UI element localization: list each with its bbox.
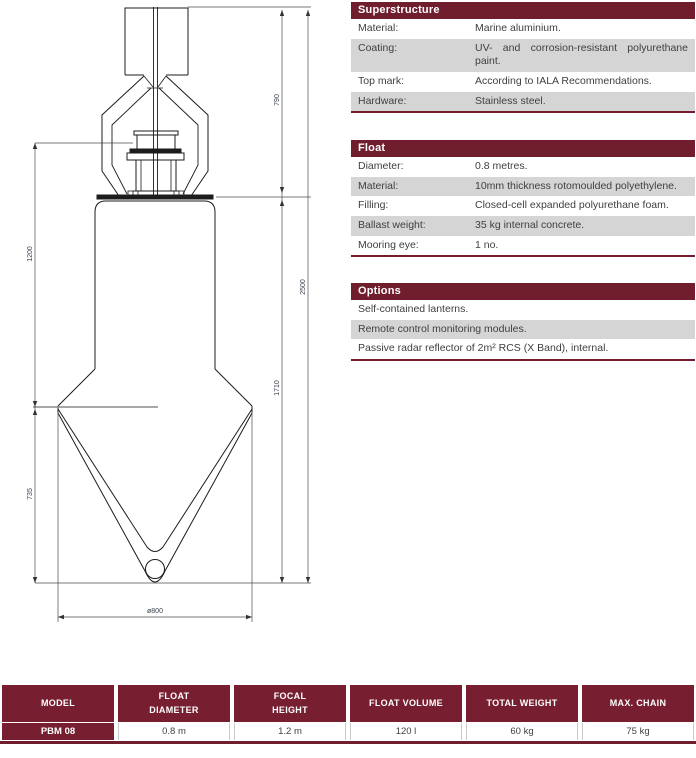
mast	[153, 7, 158, 196]
table-row: Diameter: 0.8 metres.	[351, 157, 695, 177]
buoy-outline	[57, 7, 253, 583]
row-value: 0.8 metres.	[475, 160, 528, 172]
dimension-arrows	[32, 10, 311, 620]
header-float-diameter: FLOAT DIAMETER	[118, 685, 230, 722]
table-row: Hardware: Stainless steel.	[351, 91, 695, 112]
option-row: Remote control monitoring modules.	[351, 319, 695, 340]
option-row: Passive radar reflector of 2m² RCS (X Ba…	[358, 342, 609, 355]
float-table: Float Diameter: 0.8 metres. Material: 10…	[351, 140, 695, 258]
table-row: Ballast weight: 35 kg internal concrete.	[351, 215, 695, 236]
float-title: Float	[351, 140, 695, 157]
table-row: Top mark: According to IALA Recommendati…	[351, 72, 695, 92]
dim-label-790: 790	[274, 94, 281, 106]
bottom-rule	[0, 741, 696, 744]
header-max-chain: MAX. CHAIN	[582, 685, 694, 722]
model-spec-row: PBM 08 0.8 m 1.2 m 120 l 60 kg 75 kg	[2, 723, 694, 740]
header-float-volume: FLOAT VOLUME	[350, 685, 462, 722]
row-value: 35 kg internal concrete.	[475, 218, 585, 231]
table-row: Material: Marine aluminium.	[351, 19, 695, 39]
value-focal-height: 1.2 m	[234, 723, 346, 740]
value-float-diameter: 0.8 m	[118, 723, 230, 740]
table-row: Mooring eye: 1 no.	[351, 236, 695, 256]
row-label: Ballast weight:	[358, 218, 426, 231]
row-value: Closed-cell expanded polyurethane foam.	[475, 199, 669, 212]
row-label: Filling:	[358, 199, 389, 212]
row-label: Coating:	[358, 41, 398, 54]
model-name: PBM 08	[2, 723, 114, 740]
table-row: Coating: UV- and corrosion-resistant pol…	[351, 38, 695, 72]
dim-label-1200: 1200	[27, 246, 34, 262]
lantern-cage	[101, 75, 209, 197]
row-label: Material:	[358, 179, 399, 192]
model-spec-header: MODEL FLOAT DIAMETER FOCAL HEIGHT FLOAT …	[2, 685, 694, 722]
mooring-eye	[145, 559, 165, 579]
dim-label-1710: 1710	[274, 380, 281, 396]
topmark	[124, 7, 189, 89]
row-label: Material:	[358, 22, 399, 34]
row-label: Hardware:	[358, 94, 407, 107]
row-value: Marine aluminium.	[475, 22, 561, 34]
dimension-lines	[34, 6, 311, 622]
row-value: 10mm thickness rotomoulded polyethylene.	[475, 179, 677, 192]
table-row: Filling: Closed-cell expanded polyuretha…	[351, 196, 695, 216]
row-value: 1 no.	[475, 238, 499, 251]
lantern	[126, 130, 185, 197]
superstructure-table: Superstructure Material: Marine aluminiu…	[351, 2, 695, 114]
options-table: Options Self-contained lanterns. Remote …	[351, 283, 695, 361]
row-value: UV- and corrosion-resistant polyurethane…	[475, 41, 688, 68]
value-total-weight: 60 kg	[466, 723, 578, 740]
options-title: Options	[351, 283, 695, 300]
row-label: Diameter:	[358, 160, 404, 172]
header-model: MODEL	[2, 685, 114, 722]
dim-label-735: 735	[27, 488, 34, 500]
table-row: Material: 10mm thickness rotomoulded pol…	[351, 176, 695, 197]
buoy-technical-drawing: 1200 735 790 1710 2500 ø800	[27, 6, 311, 622]
value-float-volume: 120 l	[350, 723, 462, 740]
dimension-labels: 1200 735 790 1710 2500 ø800	[27, 94, 307, 615]
row-label: Mooring eye:	[358, 238, 419, 251]
superstructure-title: Superstructure	[351, 2, 695, 19]
value-max-chain: 75 kg	[582, 723, 694, 740]
model-spec-table: MODEL FLOAT DIAMETER FOCAL HEIGHT FLOAT …	[2, 685, 694, 740]
header-total-weight: TOTAL WEIGHT	[466, 685, 578, 722]
dim-label-diameter: ø800	[147, 608, 163, 615]
option-row: Self-contained lanterns.	[358, 303, 469, 315]
float-hull	[57, 194, 253, 413]
row-value: According to IALA Recommendations.	[475, 74, 652, 87]
row-value: Stainless steel.	[475, 94, 546, 107]
row-label: Top mark:	[358, 74, 405, 87]
tail-cone	[57, 408, 253, 583]
header-focal-height: FOCAL HEIGHT	[234, 685, 346, 722]
dim-label-2500: 2500	[300, 279, 307, 295]
